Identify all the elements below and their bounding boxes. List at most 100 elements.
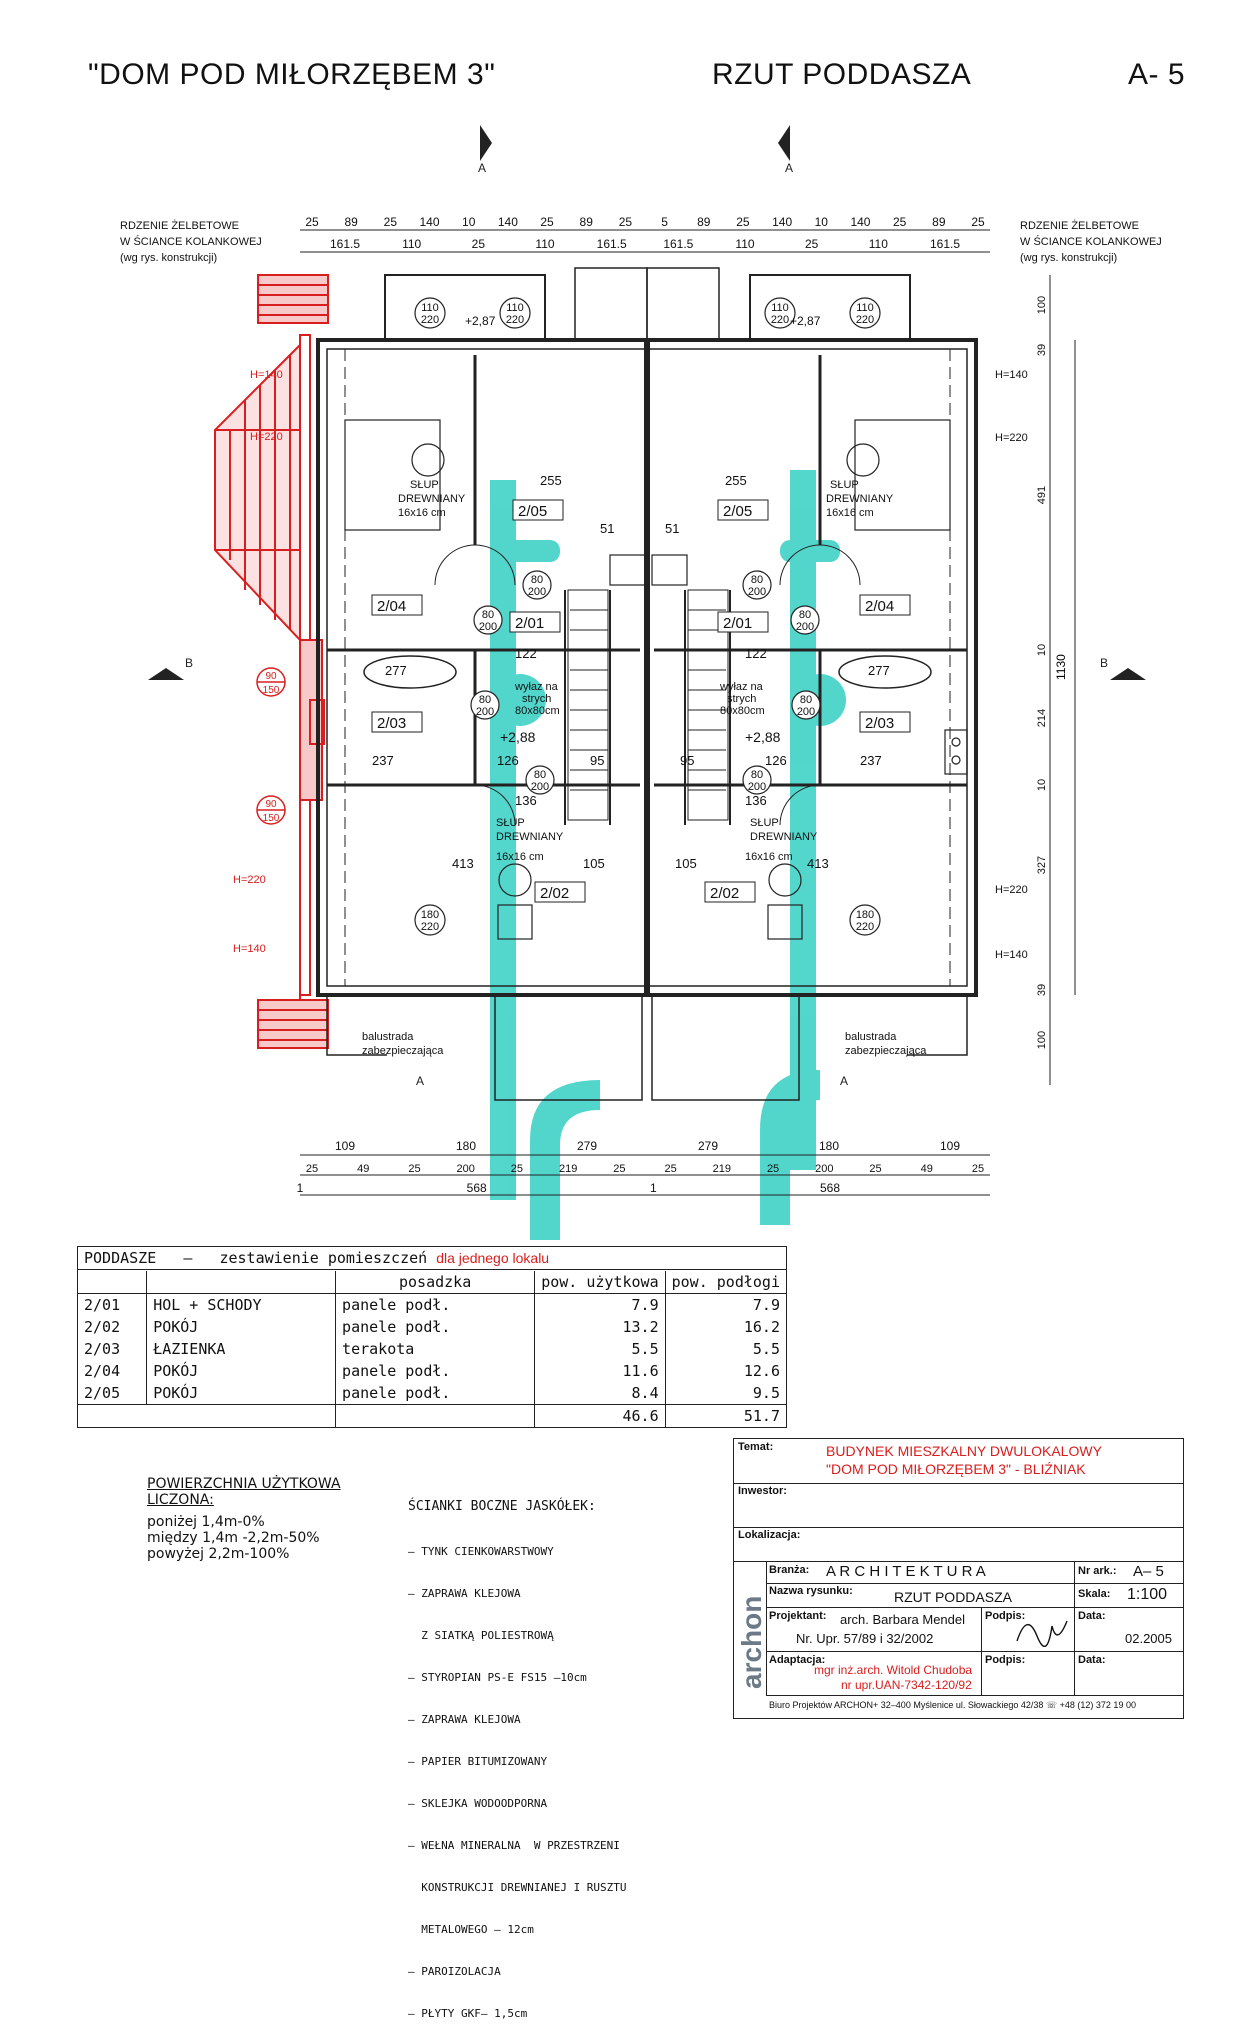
inner-dim: 105 — [583, 856, 605, 871]
door-tag: 110 — [856, 302, 874, 314]
schedule-dash: – — [183, 1249, 193, 1267]
door-tag: 80 — [799, 609, 811, 621]
dimension-text: 25 — [972, 1163, 984, 1175]
height-label-left: H=220 — [233, 874, 266, 886]
dimension-text: 25 — [805, 237, 819, 251]
railing-label: zabezpieczająca — [845, 1045, 927, 1057]
window-tag: 150 — [263, 813, 280, 824]
signature — [1016, 1620, 1068, 1647]
drawing-name: RZUT PODDASZA — [894, 1589, 1012, 1605]
room-tag: 2/01 — [515, 615, 544, 632]
dimension-text: 100 — [1036, 296, 1048, 314]
railing-label: balustrada — [362, 1031, 414, 1043]
room-tag: 2/04 — [865, 598, 894, 615]
section-label: B — [1100, 656, 1108, 670]
section-label: A — [840, 1074, 848, 1088]
dimension-text: 200 — [457, 1163, 475, 1175]
watermark — [490, 470, 846, 1240]
dimension-text: 100 — [1036, 1031, 1048, 1049]
walls — [316, 267, 978, 1101]
door-tag: 220 — [421, 921, 439, 933]
dimension-text: 10 — [815, 215, 829, 229]
section-label: B — [185, 656, 193, 670]
dimension-text: 110 — [402, 237, 421, 251]
dimension-text: 568 — [467, 1181, 487, 1195]
area-note: POWIERZCHNIA UŻYTKOWA LICZONA: poniżej 1… — [147, 1476, 341, 1562]
door-tag: 80 — [531, 574, 543, 586]
column-label: SŁUP — [830, 479, 859, 491]
height-label-right: H=220 — [995, 432, 1028, 444]
room-tag: 2/02 — [540, 885, 569, 902]
inner-dim: 105 — [675, 856, 697, 871]
dimension-text: 39 — [1036, 984, 1048, 996]
room-tag: 2/02 — [710, 885, 739, 902]
dimension-text: 25 — [664, 1163, 676, 1175]
inner-dim: 126 — [765, 753, 787, 768]
door-tag: 180 — [421, 909, 439, 921]
inner-dim: 126 — [497, 753, 519, 768]
core-note-left: RDZENIE ŻELBETOWE — [120, 219, 239, 232]
dimension-text: 109 — [940, 1139, 960, 1153]
dimension-text: 180 — [819, 1139, 839, 1153]
dimension-text: 110 — [869, 237, 888, 251]
dimension-text: 25 — [384, 215, 398, 229]
dimension-text: 25 — [736, 215, 750, 229]
door-tag: 80 — [751, 769, 763, 781]
column-label: 16x16 cm — [496, 851, 544, 863]
subject-line: "DOM POD MIŁORZĘBEM 3" - BLIŹNIAK — [826, 1461, 1086, 1477]
dimension-text: 25 — [971, 215, 985, 229]
dimension-text: 25 — [869, 1163, 881, 1175]
dimension-text: 180 — [456, 1139, 476, 1153]
schedule-title: PODDASZE — [84, 1249, 157, 1267]
dimension-text: 140 — [850, 215, 870, 229]
dimension-text: 25 — [408, 1163, 420, 1175]
door-tag: 110 — [421, 302, 439, 314]
inner-dim: 136 — [745, 793, 767, 808]
level-mark: +2,87 — [465, 314, 496, 328]
door-tag: 80 — [800, 694, 812, 706]
core-note-left: (wg rys. konstrukcji) — [120, 252, 217, 264]
dimension-text: 25 — [305, 215, 319, 229]
dimension-text: 5 — [661, 215, 668, 229]
inner-dim: 255 — [540, 473, 562, 488]
dimension-text: 1 — [297, 1181, 304, 1195]
dimension-text: 327 — [1036, 856, 1048, 874]
column-label: DREWNIANY — [826, 493, 894, 505]
inner-dim: 413 — [452, 856, 474, 871]
height-label-left: H=140 — [233, 943, 266, 955]
door-tag: 110 — [506, 302, 524, 314]
inner-dim: 413 — [807, 856, 829, 871]
door-tag: 110 — [771, 302, 789, 314]
column-label: SŁUP — [750, 817, 779, 829]
level-mark: +2,87 — [790, 314, 821, 328]
section-label: A — [416, 1074, 424, 1088]
height-label-right: H=220 — [995, 884, 1028, 896]
schedule-subtitle: zestawienie pomieszczeń — [219, 1249, 428, 1267]
project-title: "DOM POD MIŁORZĘBEM 3" — [88, 58, 496, 91]
dimension-text: 49 — [357, 1163, 369, 1175]
door-tag: 220 — [856, 921, 874, 933]
section-label: A — [478, 161, 486, 175]
dimension-text: 200 — [815, 1163, 833, 1175]
level-mark: +2,88 — [745, 729, 781, 745]
dimension-text: 140 — [498, 215, 518, 229]
column-label: 16x16 cm — [745, 851, 793, 863]
dimension-text: 1 — [650, 1181, 657, 1195]
inner-dim: 136 — [515, 793, 537, 808]
room-tag: 2/01 — [723, 615, 752, 632]
dimension-text: 25 — [511, 1163, 523, 1175]
dimension-text: 219 — [559, 1163, 577, 1175]
railing-label: balustrada — [845, 1031, 897, 1043]
subject-line: BUDYNEK MIESZKALNY DWULOKALOWY — [826, 1443, 1102, 1459]
section-label: A — [785, 161, 793, 175]
col-header: pow. użytkowa — [534, 1271, 666, 1294]
dimension-text: 25 — [767, 1163, 779, 1175]
dimension-text: 25 — [306, 1163, 318, 1175]
railing-label: zabezpieczająca — [362, 1045, 444, 1057]
dimension-text: 25 — [893, 215, 907, 229]
room-tag: 2/04 — [377, 598, 406, 615]
archon-logo: archon — [734, 1561, 767, 1695]
window-tag: 150 — [263, 685, 280, 696]
